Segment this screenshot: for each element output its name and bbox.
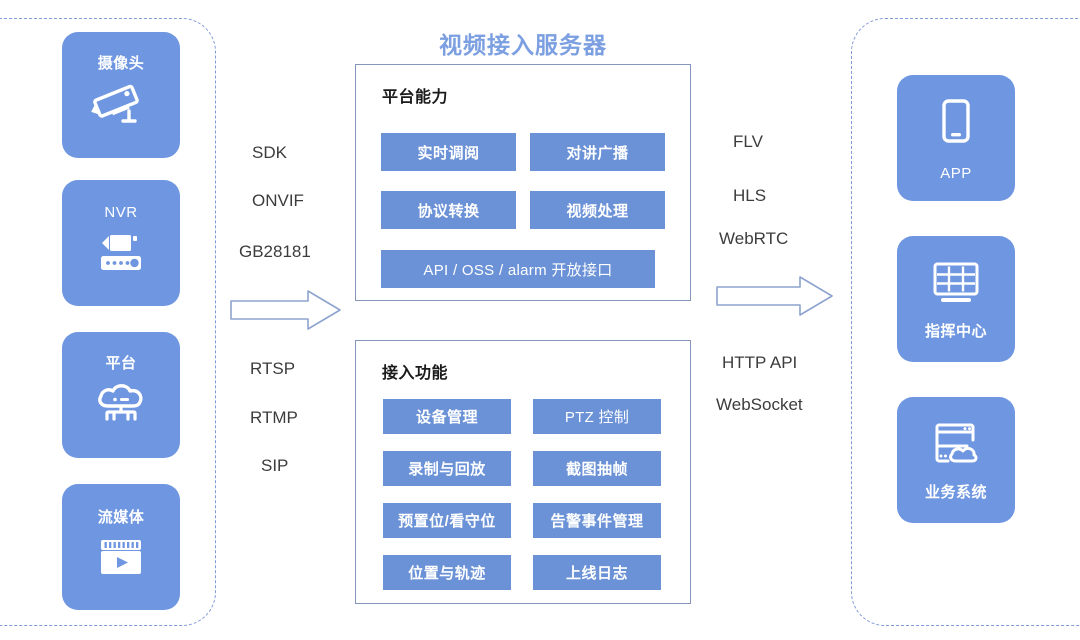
source-tile-streaming-media[interactable]: 流媒体: [62, 484, 180, 610]
page-title: 视频接入服务器: [439, 32, 607, 58]
server-cloud-icon: [926, 420, 986, 475]
access-chip-location-track[interactable]: 位置与轨迹: [383, 555, 511, 590]
nvr-recorder-icon: [90, 230, 152, 281]
egress-protocol-webrtc: WebRTC: [719, 229, 789, 248]
egress-protocol-flv: FLV: [733, 132, 763, 151]
ingress-protocol-rtmp: RTMP: [250, 408, 298, 427]
ingress-flow-arrow-icon: [230, 289, 342, 336]
access-chip-ptz-control[interactable]: PTZ 控制: [533, 399, 661, 434]
capability-chip-intercom-broadcast[interactable]: 对讲广播: [530, 133, 665, 171]
panel-platform-capability: 平台能力 实时调阅 对讲广播 协议转换 视频处理 API / OSS / ala…: [355, 64, 691, 301]
consumer-tile-app-label: APP: [940, 165, 972, 182]
egress-protocol-hls: HLS: [733, 186, 767, 205]
cloud-platform-icon: [90, 381, 152, 434]
egress-protocol-websocket: WebSocket: [716, 395, 803, 414]
panel-platform-capability-title: 平台能力: [382, 89, 449, 106]
cctv-camera-icon: [89, 81, 153, 134]
consumer-tile-command-center-label: 指挥中心: [924, 323, 987, 340]
stream-media-icon: [93, 535, 149, 584]
consumer-tile-business-system[interactable]: 业务系统: [897, 397, 1015, 523]
source-tile-platform-label: 平台: [105, 355, 137, 372]
access-chip-online-log[interactable]: 上线日志: [533, 555, 661, 590]
access-chip-record-playback[interactable]: 录制与回放: [383, 451, 511, 486]
mobile-phone-icon: [933, 95, 979, 156]
access-chip-snapshot-frame[interactable]: 截图抽帧: [533, 451, 661, 486]
ingress-protocol-sdk: SDK: [252, 143, 287, 162]
consumer-tile-command-center[interactable]: 指挥中心: [897, 236, 1015, 362]
access-chip-preset-guard-position[interactable]: 预置位/看守位: [383, 503, 511, 538]
source-tile-camera-label: 摄像头: [97, 55, 145, 72]
ingress-protocol-rtsp: RTSP: [250, 359, 296, 378]
ingress-protocol-onvif: ONVIF: [252, 191, 304, 210]
access-chip-device-management[interactable]: 设备管理: [383, 399, 511, 434]
video-wall-icon: [927, 259, 985, 314]
egress-protocol-http-api: HTTP API: [722, 353, 798, 372]
panel-access-function: 接入功能 设备管理 PTZ 控制 录制与回放 截图抽帧 预置位/看守位 告警事件…: [355, 340, 691, 604]
ingress-protocol-gb28181: GB28181: [239, 242, 311, 261]
source-tile-platform[interactable]: 平台: [62, 332, 180, 458]
source-tile-nvr-label: NVR: [104, 204, 138, 221]
capability-chip-open-api[interactable]: API / OSS / alarm 开放接口: [381, 250, 655, 288]
consumer-tile-app[interactable]: APP: [897, 75, 1015, 201]
ingress-protocol-sip: SIP: [261, 456, 289, 475]
capability-chip-protocol-conversion[interactable]: 协议转换: [381, 191, 516, 229]
egress-flow-arrow-icon: [716, 275, 834, 322]
source-tile-streaming-media-label: 流媒体: [97, 509, 145, 526]
source-tile-camera[interactable]: 摄像头: [62, 32, 180, 158]
capability-chip-video-processing[interactable]: 视频处理: [530, 191, 665, 229]
access-chip-alarm-event-management[interactable]: 告警事件管理: [533, 503, 661, 538]
capability-chip-live-view[interactable]: 实时调阅: [381, 133, 516, 171]
consumer-tile-business-system-label: 业务系统: [924, 484, 987, 501]
source-tile-nvr[interactable]: NVR: [62, 180, 180, 306]
panel-access-function-title: 接入功能: [382, 365, 449, 382]
